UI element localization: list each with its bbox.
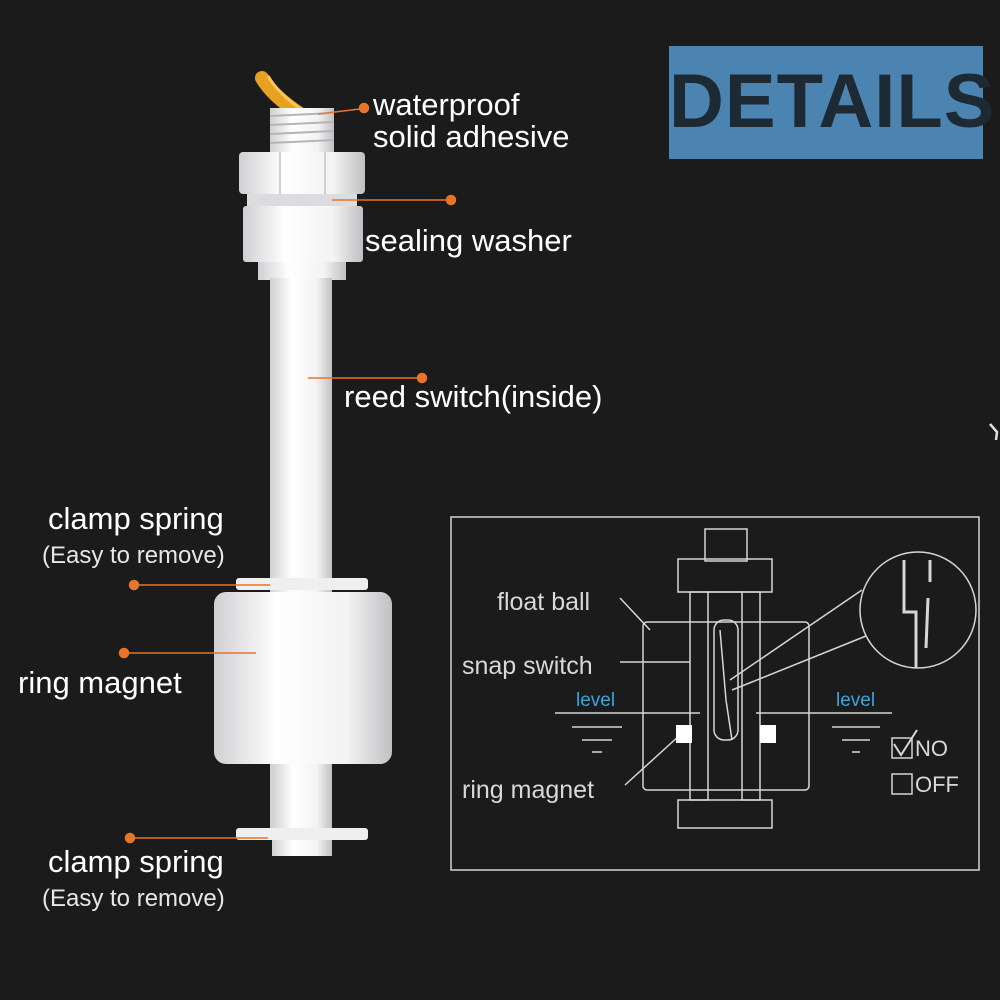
- details-title: DETAILS: [669, 59, 996, 144]
- hex-nut: [239, 152, 365, 194]
- callout-leaders: [118, 102, 457, 844]
- clamp-spring-top: [236, 578, 368, 590]
- label-waterproof: waterproof: [373, 87, 520, 122]
- diagram-state-off: OFF: [915, 772, 959, 797]
- label-reed-switch: reed switch(inside): [344, 379, 603, 414]
- clamp-spring-bottom: [236, 828, 368, 840]
- schematic-diagram: [450, 516, 980, 871]
- sealing-washer: [247, 194, 357, 206]
- label-clamp-spring-top: clamp spring: [48, 501, 224, 536]
- diagram-label-ring-magnet: ring magnet: [462, 776, 595, 804]
- diagram-state-no: NO: [915, 736, 948, 761]
- diagram-level-right: level: [836, 690, 876, 711]
- label-clamp-spring-bottom: clamp spring: [48, 844, 224, 879]
- details-badge: DETAILS: [669, 46, 996, 159]
- label-sealing-washer: sealing washer: [365, 223, 572, 258]
- label-ring-magnet: ring magnet: [18, 665, 182, 700]
- threaded-cap: [269, 108, 335, 154]
- diagram-label-snap-switch: snap switch: [462, 652, 593, 680]
- lower-nut: [243, 206, 363, 280]
- float-ring-magnet: [214, 592, 392, 764]
- label-solid-adhesive: solid adhesive: [373, 119, 570, 154]
- magnet-blocks: [676, 725, 776, 743]
- diagram-level-left: level: [576, 690, 616, 711]
- label-clamp-spring-top-note: (Easy to remove): [42, 542, 225, 569]
- label-clamp-spring-bottom-note: (Easy to remove): [42, 885, 225, 912]
- diagram-label-float-ball: float ball: [497, 588, 591, 616]
